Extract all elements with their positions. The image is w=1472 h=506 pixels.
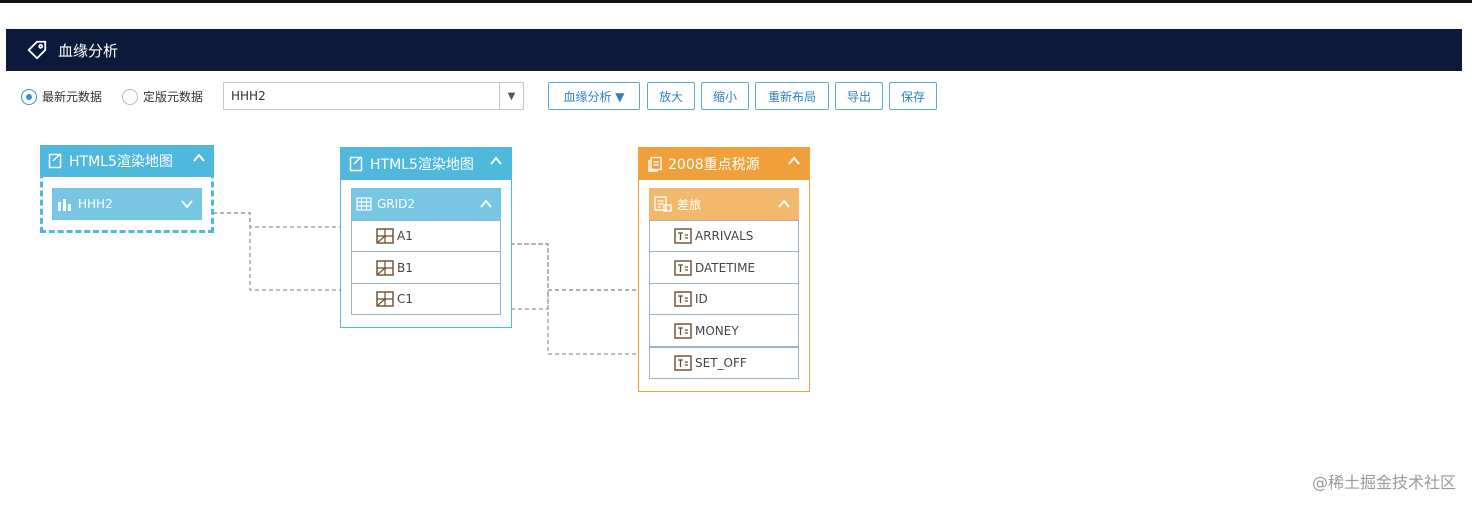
node-header[interactable]: 2008重点税源 xyxy=(639,148,809,180)
page-title: 血缘分析 xyxy=(58,41,119,60)
lineage-node-html5-map-1[interactable]: HTML5渲染地图 HHH2 xyxy=(40,145,214,233)
field-label: DATETIME xyxy=(695,260,756,275)
chevron-down-icon[interactable] xyxy=(180,197,194,211)
link-a1-hhh2 xyxy=(205,212,350,228)
save-button[interactable]: 保存 xyxy=(889,82,937,110)
node-sub-title: GRID2 xyxy=(377,197,416,211)
field-row[interactable]: C1 xyxy=(351,283,501,315)
tag-icon xyxy=(27,40,47,60)
link-id-c1 xyxy=(502,289,650,310)
top-border xyxy=(0,0,1472,3)
radio-latest-label: 最新元数据 xyxy=(42,90,103,104)
field-row[interactable]: ARRIVALS xyxy=(649,220,799,252)
collapse-chevron-icon[interactable] xyxy=(479,197,493,211)
node-header[interactable]: HTML5渲染地图 xyxy=(40,145,214,177)
dropdown-arrow-icon[interactable]: ▼ xyxy=(499,83,523,109)
lineage-canvas[interactable]: HTML5渲染地图 HHH2 HTML5渲染地图 GRID2 A1 B1 xyxy=(0,120,1472,420)
export-button[interactable]: 导出 xyxy=(835,82,883,110)
report-icon xyxy=(349,156,363,172)
resource-select-value: HHH2 xyxy=(231,89,266,103)
field-label: MONEY xyxy=(695,323,739,338)
text-field-icon xyxy=(674,355,692,371)
field-label: B1 xyxy=(397,260,413,275)
node-sub-header[interactable]: HHH2 xyxy=(52,188,202,220)
link-id-a1 xyxy=(502,243,650,291)
link-c1-hhh2 xyxy=(205,212,350,291)
radio-fixed-metadata[interactable]: 定版元数据 xyxy=(122,88,203,105)
field-label: A1 xyxy=(397,229,413,243)
text-field-icon xyxy=(674,322,692,339)
radio-latest-metadata[interactable]: 最新元数据 xyxy=(21,88,102,105)
field-label: ID xyxy=(695,292,708,306)
collapse-chevron-icon[interactable] xyxy=(787,154,801,168)
text-field-icon xyxy=(674,228,692,244)
cell-icon xyxy=(376,228,394,244)
field-row[interactable]: MONEY xyxy=(649,315,799,347)
field-label: SET_OFF xyxy=(695,356,747,370)
node-header[interactable]: HTML5渲染地图 xyxy=(341,148,511,180)
radio-unchecked-icon xyxy=(122,88,138,105)
zoom-in-button[interactable]: 放大 xyxy=(647,82,695,110)
report-icon xyxy=(48,153,62,169)
cell-icon xyxy=(376,259,394,276)
node-sub-header[interactable]: GRID2 xyxy=(351,188,501,220)
node-title: HTML5渲染地图 xyxy=(370,157,474,173)
cell-icon xyxy=(376,291,394,307)
link-setoff-a1 xyxy=(502,243,650,355)
field-row[interactable]: B1 xyxy=(351,252,501,284)
field-row[interactable]: ID xyxy=(649,283,799,315)
field-row[interactable]: DATETIME xyxy=(649,252,799,284)
lineage-node-key-tax-source[interactable]: 2008重点税源 差旅 ARRIVALS DATETIME ID MONEY S… xyxy=(638,147,810,392)
relayout-button[interactable]: 重新布局 xyxy=(755,82,829,110)
field-row[interactable]: SET_OFF xyxy=(649,347,799,379)
node-sub-title: HHH2 xyxy=(78,197,113,211)
collapse-chevron-icon[interactable] xyxy=(489,154,503,168)
radio-checked-icon xyxy=(21,88,37,105)
grid-icon xyxy=(356,197,372,211)
collapse-chevron-icon[interactable] xyxy=(777,197,791,211)
watermark: @稀土掘金技术社区 xyxy=(1311,473,1456,492)
text-field-icon xyxy=(674,291,692,307)
node-title: HTML5渲染地图 xyxy=(69,154,173,170)
page-header: 血缘分析 xyxy=(6,29,1462,71)
dataset-icon xyxy=(648,156,662,172)
lineage-node-html5-map-2[interactable]: HTML5渲染地图 GRID2 A1 B1 C1 xyxy=(340,147,512,328)
field-row[interactable]: A1 xyxy=(351,220,501,252)
field-label: ARRIVALS xyxy=(695,229,754,243)
bar-chart-icon xyxy=(58,199,71,211)
text-field-icon xyxy=(674,259,692,276)
radio-fixed-label: 定版元数据 xyxy=(143,90,204,104)
zoom-out-button[interactable]: 缩小 xyxy=(701,82,749,110)
resource-select[interactable]: HHH2 ▼ xyxy=(223,82,524,110)
table-icon xyxy=(654,196,672,212)
toolbar: 最新元数据 定版元数据 HHH2 ▼ 血缘分析 ▼ 放大 缩小 重新布局 导出 … xyxy=(0,82,1472,110)
lineage-analysis-button[interactable]: 血缘分析 ▼ xyxy=(548,82,640,110)
node-sub-title: 差旅 xyxy=(677,197,702,212)
collapse-chevron-icon[interactable] xyxy=(192,151,206,165)
field-label: C1 xyxy=(397,292,414,306)
node-sub-header[interactable]: 差旅 xyxy=(649,188,799,220)
node-title: 2008重点税源 xyxy=(668,157,760,173)
